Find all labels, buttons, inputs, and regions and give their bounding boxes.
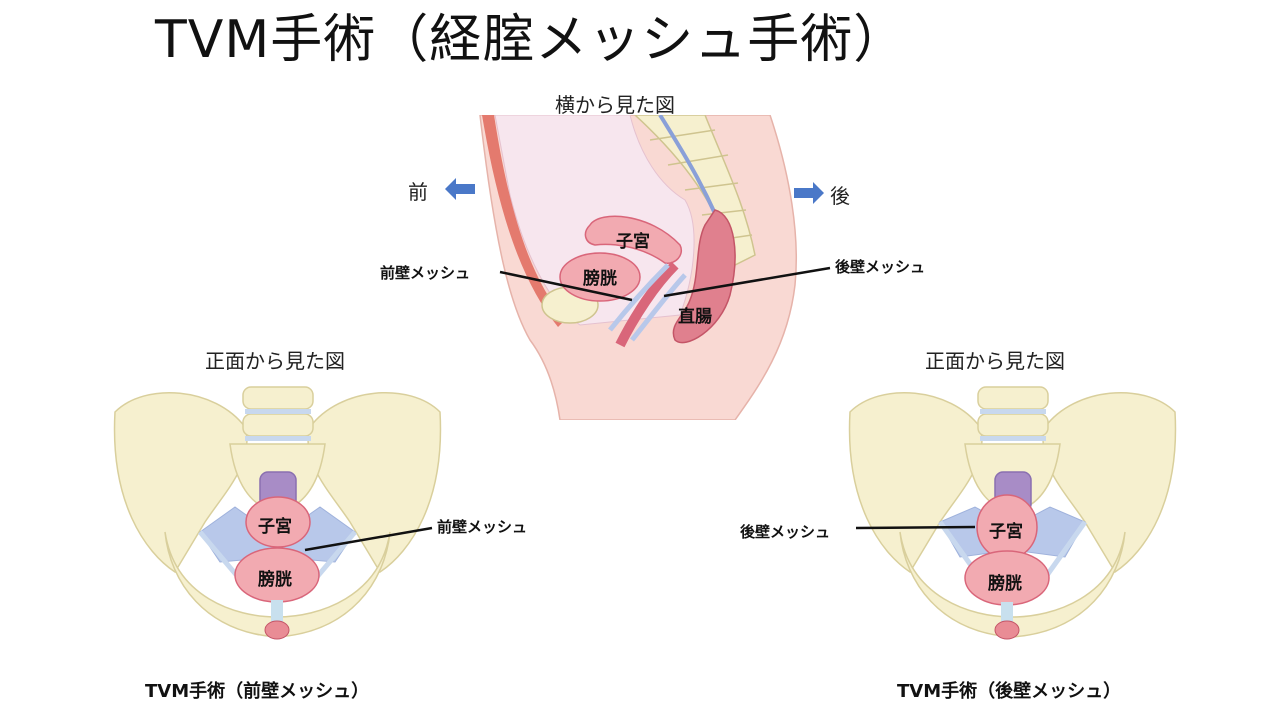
arrow-right-icon [794,182,824,204]
front-left-bladder-label: 膀胱 [258,570,292,590]
front-left-caption: TVM手術（前壁メッシュ） [145,681,370,702]
front-left-mesh-callout: 前壁メッシュ [437,518,528,536]
side-rectum-label: 直腸 [678,307,712,327]
side-posterior-mesh-callout: 後壁メッシュ [835,258,926,276]
front-left-heading: 正面から見た図 [205,349,345,373]
back-direction-label: 後 [830,184,850,208]
front-right-uterus-label: 子宮 [989,522,1023,542]
front-left-uterus-label: 子宮 [258,517,292,537]
front-right-mesh-callout: 後壁メッシュ [740,523,831,541]
side-view-heading: 横から見た図 [555,93,675,117]
front-direction-label: 前 [408,180,428,204]
arrow-left-icon [445,178,475,200]
front-right-heading: 正面から見た図 [925,349,1065,373]
page-title: TVM手術（経腟メッシュ手術） [155,10,907,70]
front-right-bladder-label: 膀胱 [988,574,1022,594]
front-right-pelvis-illustration [848,386,1177,640]
front-right-caption: TVM手術（後壁メッシュ） [897,681,1122,702]
side-bladder-label: 膀胱 [583,269,617,289]
side-uterus-label: 子宮 [616,232,650,252]
side-view-illustration [479,115,797,420]
side-anterior-mesh-callout: 前壁メッシュ [380,264,471,282]
